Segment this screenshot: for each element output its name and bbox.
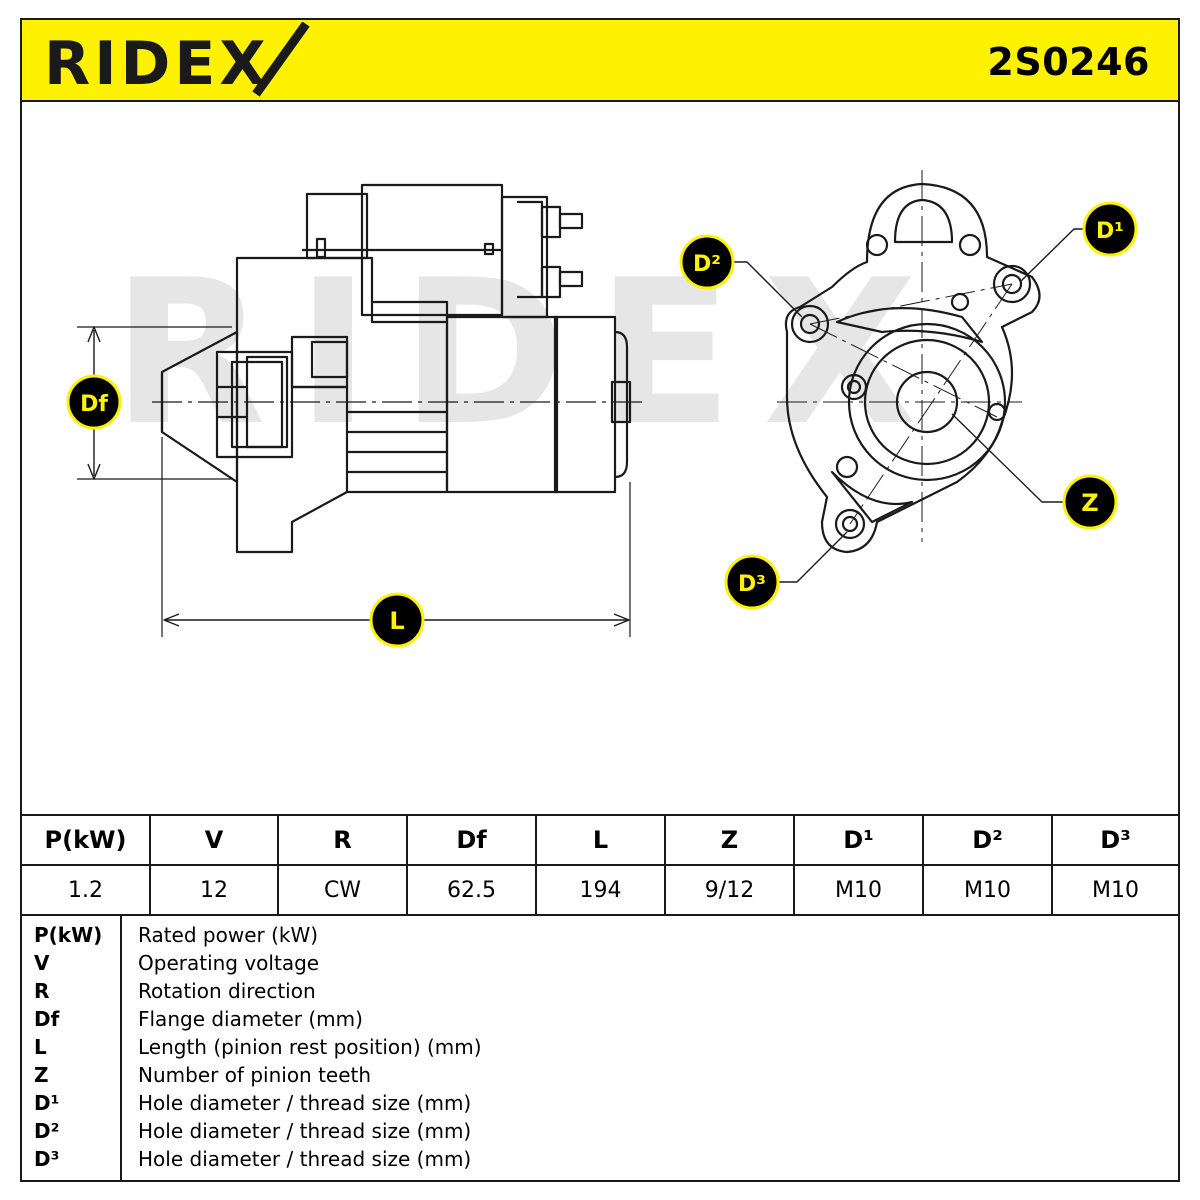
callout-l: L	[389, 607, 404, 635]
spec-header-cell: D¹	[793, 814, 924, 866]
legend-key: D²	[34, 1119, 60, 1143]
spec-value-cell: CW	[277, 864, 408, 916]
spec-value-row: 1.2 12 CW 62.5 194 9/12 M10 M10 M10	[22, 864, 1178, 916]
legend-row: R Rotation direction	[22, 977, 1178, 1005]
brand-logo: RIDEX	[44, 21, 314, 104]
spec-header-cell: D³	[1051, 814, 1178, 866]
legend-row: D² Hole diameter / thread size (mm)	[22, 1117, 1178, 1145]
legend-divider	[120, 915, 122, 1182]
legend-desc: Hole diameter / thread size (mm)	[138, 1091, 472, 1115]
callout-d2: D²	[693, 252, 721, 277]
spec-header-cell: L	[535, 814, 666, 866]
drawing-canvas: RIDEX	[66, 170, 1138, 648]
callout-z: Z	[1081, 489, 1098, 517]
spec-value-cell: M10	[793, 864, 924, 916]
spec-value-cell: M10	[922, 864, 1053, 916]
spec-header-cell: Df	[406, 814, 537, 866]
spec-value-cell: 62.5	[406, 864, 537, 916]
spec-header-row: P(kW) V R Df L Z D¹ D² D³	[22, 814, 1178, 866]
legend-row: P(kW) Rated power (kW)	[22, 921, 1178, 949]
spec-header-cell: V	[149, 814, 279, 866]
legend-row: Df Flange diameter (mm)	[22, 1005, 1178, 1033]
part-number: 2S0246	[987, 40, 1150, 84]
technical-drawing: RIDEX	[22, 102, 1178, 814]
legend-key: Z	[34, 1063, 49, 1087]
datasheet: RIDEX 2S0246 RIDEX	[20, 18, 1180, 1182]
spec-table: P(kW) V R Df L Z D¹ D² D³ 1.2 12 CW 62.5…	[22, 814, 1178, 916]
spec-header-cell: R	[277, 814, 408, 866]
legend-row: Z Number of pinion teeth	[22, 1061, 1178, 1089]
header-bar: RIDEX 2S0246	[22, 20, 1178, 102]
legend-desc: Flange diameter (mm)	[138, 1007, 363, 1031]
legend-desc: Operating voltage	[138, 951, 320, 975]
legend-key: Df	[34, 1007, 60, 1031]
legend-key: V	[34, 951, 50, 975]
legend-key: P(kW)	[34, 923, 103, 947]
legend-desc: Rotation direction	[138, 979, 316, 1003]
legend-key: D³	[34, 1147, 60, 1171]
spec-header-cell: Z	[664, 814, 795, 866]
spec-value-cell: 12	[149, 864, 279, 916]
spec-value-cell: 1.2	[22, 864, 151, 916]
legend-desc: Rated power (kW)	[138, 923, 319, 947]
legend-row: D³ Hole diameter / thread size (mm)	[22, 1145, 1178, 1173]
callout-df: Df	[80, 392, 108, 417]
brand-logo-text: RIDEX	[44, 29, 270, 99]
spec-value-cell: 194	[535, 864, 666, 916]
callout-d3: D³	[738, 572, 766, 597]
legend-desc: Number of pinion teeth	[138, 1063, 372, 1087]
legend-key: D¹	[34, 1091, 60, 1115]
spec-value-cell: 9/12	[664, 864, 795, 916]
legend-desc: Hole diameter / thread size (mm)	[138, 1147, 472, 1171]
legend-row: L Length (pinion rest position) (mm)	[22, 1033, 1178, 1061]
callout-d1: D¹	[1096, 219, 1124, 244]
legend-desc: Length (pinion rest position) (mm)	[138, 1035, 482, 1059]
legend-key: R	[34, 979, 50, 1003]
spec-header-cell: P(kW)	[22, 814, 151, 866]
legend-key: L	[34, 1035, 47, 1059]
spec-header-cell: D²	[922, 814, 1053, 866]
legend-desc: Hole diameter / thread size (mm)	[138, 1119, 472, 1143]
legend-row: V Operating voltage	[22, 949, 1178, 977]
spec-value-cell: M10	[1051, 864, 1178, 916]
legend: P(kW) Rated power (kW) V Operating volta…	[22, 915, 1178, 1182]
legend-row: D¹ Hole diameter / thread size (mm)	[22, 1089, 1178, 1117]
